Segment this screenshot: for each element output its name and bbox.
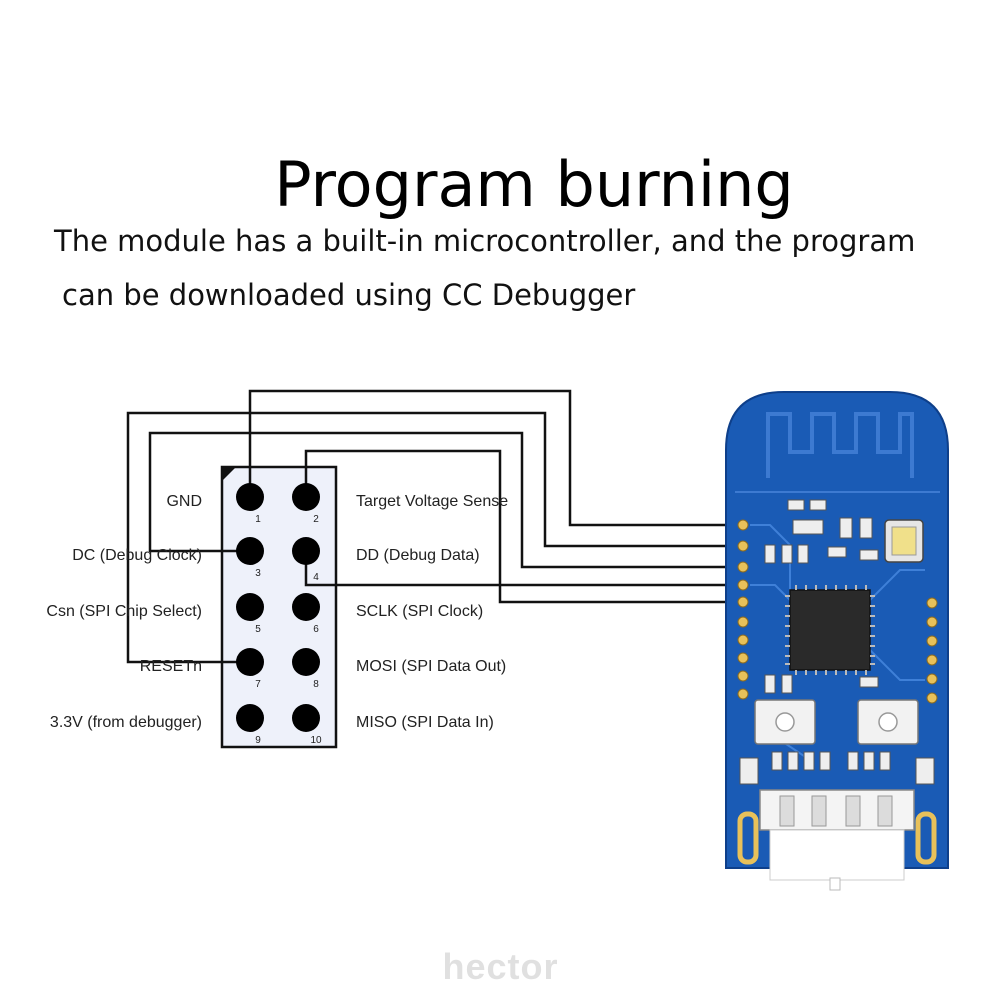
pin-number: 3	[255, 568, 261, 579]
label-sclk: SCLK (SPI Clock)	[356, 603, 483, 620]
diagram-title: Program burning	[274, 148, 794, 221]
pin-1	[236, 483, 264, 511]
pin-10	[292, 704, 320, 732]
label-dc: DC (Debug Clock)	[72, 547, 202, 564]
wire-dc	[148, 431, 742, 569]
label-3v3: 3.3V (from debugger)	[50, 714, 202, 731]
description-line-1: The module has a built-in microcontrolle…	[54, 224, 916, 258]
pin-number: 4	[313, 572, 319, 583]
pin-number: 7	[255, 679, 261, 690]
description-line-2: can be downloaded using CC Debugger	[62, 278, 636, 312]
pin-number: 8	[313, 679, 319, 690]
pin-number: 9	[255, 735, 261, 746]
right-pin-labels: Target Voltage Sense DD (Debug Data) SCL…	[356, 493, 508, 731]
antenna-trace	[766, 412, 914, 478]
watermark-text: hector	[442, 946, 559, 987]
tactile-buttons	[754, 699, 919, 745]
label-target-voltage: Target Voltage Sense	[356, 493, 508, 510]
pin-number: 5	[255, 624, 261, 635]
pin-2	[292, 483, 320, 511]
left-pin-labels: GND DC (Debug Clock) Csn (SPI Chip Selec…	[46, 493, 202, 731]
wires	[126, 389, 742, 664]
pin-number: 1	[255, 514, 261, 525]
chip-leads	[785, 585, 875, 675]
label-gnd: GND	[166, 493, 202, 510]
label-csn: Csn (SPI Chip Select)	[46, 603, 202, 620]
usb-connector	[737, 789, 937, 891]
wire-resetn	[126, 411, 742, 664]
label-dd: DD (Debug Data)	[356, 547, 480, 564]
header-pins	[236, 483, 320, 732]
main-chip	[789, 589, 871, 671]
pin1-marker	[222, 467, 236, 481]
label-miso: MISO (SPI Data In)	[356, 714, 494, 731]
pin-numbers: 1 3 5 7 9 2 4 6 8 10	[255, 514, 322, 746]
right-pads	[926, 597, 938, 704]
pin-5	[236, 593, 264, 621]
pin-6	[292, 593, 320, 621]
label-resetn: RESETn	[140, 658, 202, 675]
pin-9	[236, 704, 264, 732]
pin-number: 10	[310, 735, 322, 746]
smd-components	[764, 499, 879, 694]
pin-7	[236, 648, 264, 676]
pin-number: 2	[313, 514, 319, 525]
pcb-module	[725, 391, 949, 891]
pin-8	[292, 648, 320, 676]
pin-number: 6	[313, 624, 319, 635]
pin-3	[236, 537, 264, 565]
wire-gnd	[248, 389, 742, 527]
wire-target-voltage	[304, 449, 742, 604]
label-mosi: MOSI (SPI Data Out)	[356, 658, 506, 675]
left-pads	[737, 519, 749, 700]
pin-4	[292, 537, 320, 565]
